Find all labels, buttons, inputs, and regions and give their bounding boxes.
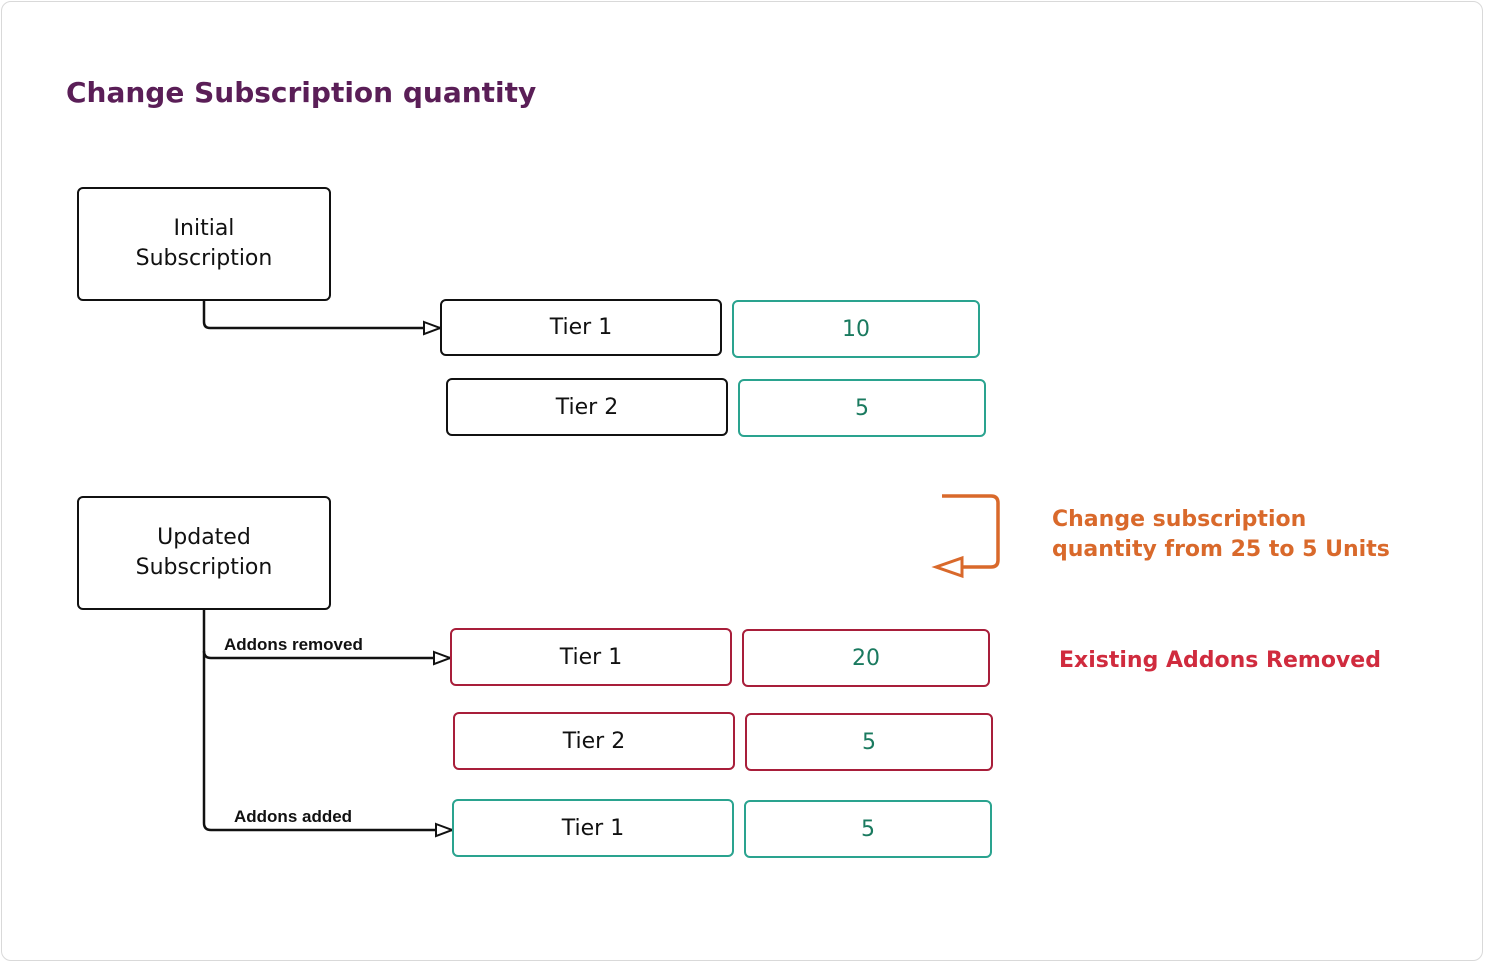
change-quantity-note-line1: Change subscription — [1052, 507, 1307, 532]
initial-subscription-box: Initial Subscription — [77, 187, 331, 301]
change-quantity-note-line2: quantity from 25 to 5 Units — [1052, 537, 1390, 562]
added-tier1-box: Tier 1 — [452, 799, 734, 857]
initial-tier2-box: Tier 2 — [446, 378, 728, 436]
updated-subscription-label-line1: Updated — [157, 525, 251, 550]
removed-tier2-box: Tier 2 — [453, 712, 735, 770]
added-tier1-label: Tier 1 — [561, 815, 625, 841]
orange-return-arrow-icon — [931, 494, 1000, 579]
removed-tier2-label: Tier 2 — [562, 728, 626, 754]
removed-tier2-value-box: 5 — [745, 713, 993, 771]
initial-tier1-label: Tier 1 — [549, 315, 613, 340]
initial-tier2-value: 5 — [855, 395, 869, 421]
removed-tier1-box: Tier 1 — [450, 628, 732, 686]
added-tier1-value-box: 5 — [744, 800, 992, 858]
initial-tier1-value-box: 10 — [732, 300, 980, 358]
initial-subscription-label-line2: Subscription — [135, 246, 273, 271]
initial-tier2-label: Tier 2 — [555, 394, 619, 420]
addons-added-connector — [202, 651, 452, 830]
initial-tier1-value: 10 — [842, 316, 870, 342]
initial-connector — [202, 300, 440, 328]
addons-added-label: Addons added — [234, 807, 353, 826]
initial-tier1-box: Tier 1 — [440, 299, 722, 356]
updated-subscription-label-line2: Subscription — [135, 555, 273, 580]
change-quantity-note: Change subscription quantity from 25 to … — [1052, 505, 1390, 565]
removed-tier2-value: 5 — [862, 729, 876, 755]
removed-tier1-value-box: 20 — [742, 629, 990, 687]
page-title: Change Subscription quantity — [66, 76, 537, 109]
added-tier1-value: 5 — [861, 816, 875, 842]
removed-tier1-label: Tier 1 — [559, 644, 623, 670]
removed-tier1-value: 20 — [852, 645, 880, 671]
updated-subscription-box: Updated Subscription — [77, 496, 331, 610]
initial-subscription-label-line1: Initial — [173, 216, 235, 241]
addons-removed-label: Addons removed — [224, 635, 363, 654]
existing-addons-removed-note: Existing Addons Removed — [1059, 648, 1381, 673]
initial-tier2-value-box: 5 — [738, 379, 986, 437]
